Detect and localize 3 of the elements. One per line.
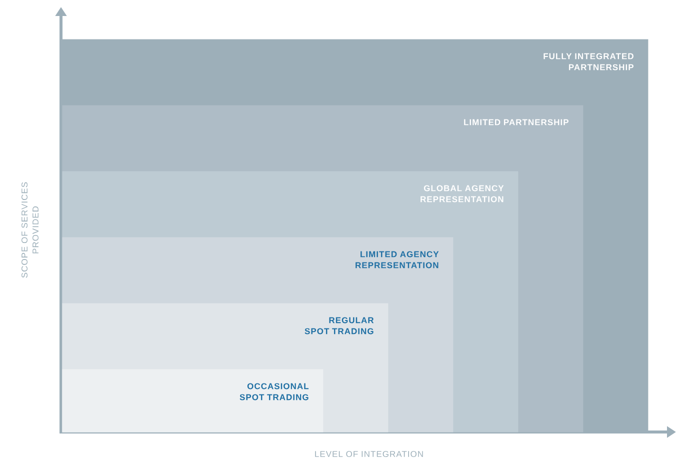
axis-label: SCOPE OF SERVICES PROVIDED [22, 182, 39, 278]
axis-label: LEVEL OF INTEGRATION [315, 451, 423, 457]
level-box: OCCASIONAL SPOT TRADING [62, 369, 324, 432]
